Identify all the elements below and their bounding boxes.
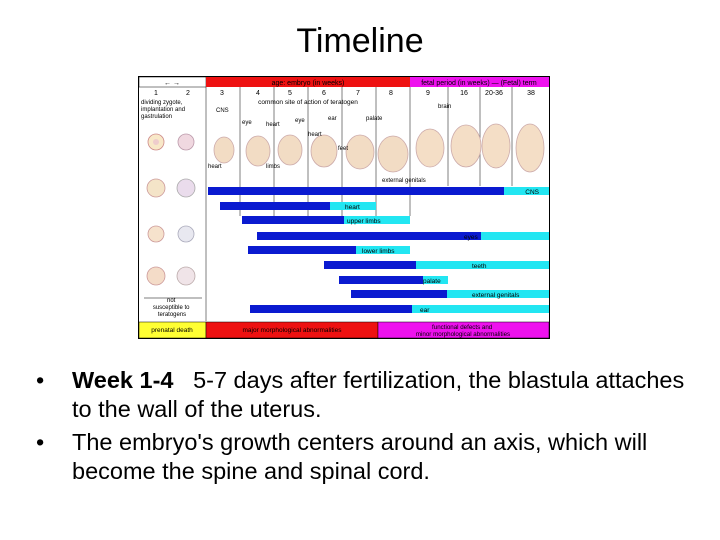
- bar-label-heart: heart: [345, 204, 360, 211]
- teratogen-site-caption: common site of action of teratogen: [258, 99, 358, 106]
- morula-illustration: [177, 133, 195, 151]
- left-column-caption: dividing zygote, implantation and gastru…: [141, 100, 187, 120]
- bar-lower-limbs-sensitive: [248, 246, 356, 254]
- bar-external-genitals-less-sensitive: [447, 290, 549, 298]
- bar-label-cns: CNS: [525, 189, 539, 196]
- annotation-eye: eye: [242, 120, 252, 126]
- footer-functional-defects: [377, 321, 550, 339]
- embryo-week7: [345, 134, 375, 170]
- week-number: 8: [389, 90, 393, 97]
- bar-lower-limbs-less-sensitive: [356, 246, 410, 254]
- bullet-text: The embryo's growth centers around an ax…: [72, 429, 648, 484]
- header-fetal-label: fetal period (in weeks) — (Fetal) term: [421, 80, 537, 87]
- header-fetal-band: [410, 77, 549, 87]
- annotation-heart: heart: [266, 122, 280, 128]
- blastula-illustration: [146, 178, 166, 198]
- bullet-list: • Week 1-4 5-7 days after fertilization,…: [30, 366, 700, 490]
- bar-eyes-less-sensitive: [481, 232, 549, 240]
- annotation-feet: feet: [338, 146, 348, 152]
- bar-palate-sensitive: [339, 276, 423, 284]
- annotation-eye-2: eye: [295, 118, 305, 124]
- bar-heart-sensitive: [220, 202, 330, 210]
- early-embryo-illustrations: [146, 133, 196, 286]
- bar-label-upper-limbs: upper limbs: [347, 218, 381, 225]
- bar-heart-less-sensitive: [330, 202, 376, 210]
- bar-teeth-less-sensitive: [416, 261, 549, 269]
- bar-label-lower-limbs: lower limbs: [362, 248, 395, 255]
- bar-label-palate: palate: [423, 278, 441, 285]
- not-susceptible-note: not susceptible to teratogens: [144, 297, 202, 318]
- footer-right-label: functional defects and minor morphologic…: [416, 324, 510, 338]
- bullet-marker: •: [36, 367, 45, 393]
- week-number: 5: [288, 90, 292, 97]
- fetus-week16: [450, 124, 482, 168]
- annotation-palate: palate: [366, 116, 383, 122]
- footer-middle-label: major morphological abnormalities: [243, 327, 343, 334]
- fetus-week9: [415, 128, 445, 168]
- embryo-week4: [245, 135, 271, 167]
- embryo-week8: [377, 135, 409, 173]
- bar-label-ear: ear: [420, 307, 430, 314]
- bar-upper-limbs-sensitive: [242, 216, 344, 224]
- fetus-week20-36: [481, 123, 511, 169]
- bar-cns-sensitive: [208, 187, 504, 195]
- embryo-annotations: CNS eye heart eye ear palate brain heart…: [208, 104, 451, 184]
- week-number: 4: [256, 90, 260, 97]
- week-number: 6: [322, 90, 326, 97]
- header-left-arrows: ← →: [164, 80, 180, 87]
- bar-external-genitals-sensitive: [351, 290, 447, 298]
- fetus-week38: [515, 123, 545, 173]
- bullet-item: • The embryo's growth centers around an …: [30, 428, 700, 486]
- bullet-marker: •: [36, 429, 45, 455]
- footer-left-label: prenatal death: [151, 327, 193, 334]
- week-number: 2: [186, 90, 190, 97]
- bar-upper-limbs-less-sensitive: [344, 216, 410, 224]
- annotation-limbs: limbs: [266, 164, 280, 170]
- disc-illustration-2: [176, 266, 196, 286]
- blastocyst-illustration: [176, 178, 196, 198]
- annotation-ear: ear: [328, 116, 337, 122]
- susceptibility-bars: CNS heart upper limbs eyes lower limbs t…: [208, 187, 549, 314]
- bar-ear-less-sensitive: [412, 305, 549, 313]
- annotation-cns: CNS: [216, 108, 229, 114]
- bar-cns-less-sensitive: [504, 187, 549, 195]
- embryo-week3: [213, 136, 235, 164]
- header-embryo-label: age: embryo (in weeks): [272, 80, 345, 87]
- week-number: 38: [527, 90, 535, 97]
- bar-teeth-sensitive: [324, 261, 416, 269]
- embryo-week5: [277, 134, 303, 166]
- bar-label-teeth: teeth: [472, 263, 487, 270]
- bar-label-eyes: eyes: [464, 234, 478, 241]
- annotation-heart-2: heart: [308, 132, 322, 138]
- zygote-core: [153, 139, 159, 145]
- bullet-lead: Week 1-4: [72, 367, 174, 393]
- week-number: 3: [220, 90, 224, 97]
- gastrula-illustration: [177, 225, 195, 243]
- week-number: 16: [460, 90, 468, 97]
- week-number: 1: [154, 90, 158, 97]
- teratogen-timeline-diagram: ← → age: embryo (in weeks) fetal period …: [138, 76, 550, 339]
- annotation-heart-3: heart: [208, 164, 222, 170]
- bar-ear-sensitive: [250, 305, 412, 313]
- embryo-week6: [310, 134, 338, 168]
- bar-palate-less-sensitive: [423, 276, 448, 284]
- week-number: 7: [356, 90, 360, 97]
- week-number: 9: [426, 90, 430, 97]
- bullet-item: • Week 1-4 5-7 days after fertilization,…: [30, 366, 700, 424]
- not-susceptible-text: not susceptible to teratogens: [153, 298, 191, 318]
- bar-label-external-genitals: external genitals: [472, 292, 520, 299]
- bullet-text: 5-7 days after fertilization, the blastu…: [72, 367, 685, 422]
- slide-title: Timeline: [296, 22, 424, 60]
- header-embryo-band: [206, 77, 410, 87]
- implantation-illustration: [147, 225, 165, 243]
- week-number: 20-36: [485, 90, 503, 97]
- annotation-external-genitals: external genitals: [382, 178, 426, 184]
- embryo-illustrations: [213, 123, 545, 173]
- week-number-row: 1 2 3 4 5 6 7 8 9 16 20-36 38: [154, 90, 535, 97]
- annotation-brain: brain: [438, 104, 451, 110]
- disc-illustration: [146, 266, 166, 286]
- bar-eyes-sensitive: [257, 232, 481, 240]
